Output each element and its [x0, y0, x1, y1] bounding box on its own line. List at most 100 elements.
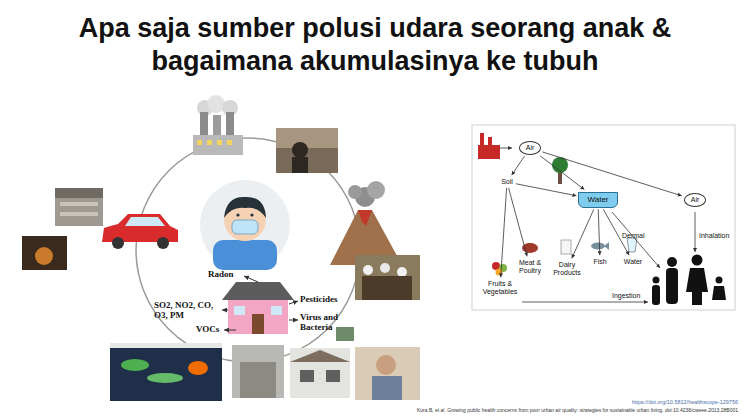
pollutant-label: VOCs [196, 325, 219, 335]
man-photo [355, 347, 420, 400]
child-with-mask-part [200, 180, 290, 270]
volcano-drawing-part [367, 181, 385, 199]
child-with-mask-part [232, 220, 258, 234]
node-text: Water [587, 196, 608, 205]
building-photo [55, 188, 103, 226]
building-photo-part [60, 202, 98, 206]
smog-photo-part [276, 128, 338, 173]
citation-note: Kura B, et al. Growing public health con… [417, 408, 738, 414]
house-drawing-part [289, 320, 298, 321]
factory-icon-part [478, 145, 500, 159]
flow-arrow [501, 188, 507, 277]
house-photo [290, 348, 350, 398]
crowd-photo-part [397, 267, 407, 277]
node-text: Fruits & Vegetables [481, 280, 519, 295]
factory-drawing-part [193, 135, 243, 155]
building-photo-part [55, 188, 103, 226]
family-icon-part [686, 268, 708, 292]
flow-arrow [540, 156, 584, 190]
house-drawing-part [271, 306, 282, 315]
family-icon-part [716, 277, 723, 284]
indoor-smoke-photo [22, 236, 67, 270]
building-photo [232, 345, 284, 398]
dairy-icon-part [561, 240, 571, 254]
factory-drawing-part [207, 95, 225, 113]
food-node: Fish [591, 257, 608, 267]
flow-arrow [572, 209, 594, 258]
node-text: Dairy Products [552, 261, 582, 276]
man-photo-part [376, 355, 396, 375]
house-drawing [222, 276, 298, 334]
source-link: https://doi.org/10.5812/healthscope-1297… [632, 399, 738, 405]
crowd-photo-part [363, 265, 373, 275]
map-screenshot-part [147, 373, 183, 383]
factory-drawing-part [207, 140, 212, 145]
map-screenshot-part [110, 343, 222, 348]
food-node: Dairy Products [550, 260, 584, 277]
node-text: Air [691, 196, 700, 204]
flow-arrow [516, 184, 577, 196]
smog-photo-part [292, 142, 308, 158]
building-photo-part [232, 345, 284, 398]
smog-photo-part [276, 128, 338, 148]
house-drawing-part [252, 314, 264, 334]
car-drawing-part [112, 237, 124, 249]
crowd-photo [355, 255, 420, 300]
water-tank: Water [578, 192, 617, 209]
crowd-photo-part [380, 263, 390, 273]
food-node: Meat & Poultry [513, 258, 547, 275]
family-icon-part [712, 286, 726, 300]
child-with-mask-part [224, 197, 266, 218]
family-icon-part [652, 285, 660, 305]
car-drawing-part [125, 217, 165, 226]
map-screenshot-part [121, 359, 149, 371]
house-drawing-part [224, 330, 236, 331]
volcano-drawing [330, 181, 402, 265]
indoor-smoke-photo-part [35, 247, 53, 265]
house-photo-part [290, 350, 350, 362]
fish-icon-part [591, 243, 605, 250]
family-icon-part [692, 290, 702, 305]
building-photo-part [240, 362, 276, 398]
map-screenshot [110, 343, 222, 401]
dermal-arrow [612, 212, 660, 268]
inhalation-arrow [695, 212, 696, 252]
pathway-frame [472, 125, 735, 310]
house-drawing-part [228, 300, 288, 334]
emission-arrow [500, 148, 512, 149]
building-photo-part [60, 212, 98, 216]
soil-label-node: Soil [499, 177, 515, 187]
node-text: Soil [501, 178, 513, 186]
child-with-mask [200, 180, 290, 270]
building-photo-part [55, 188, 103, 198]
factory-icon-part [480, 133, 484, 145]
volcano-drawing-part [358, 210, 372, 226]
smog-photo-part [292, 157, 308, 173]
food-node: Fruits & Vegetables [479, 279, 521, 296]
family-icon-part [667, 257, 677, 267]
child-with-mask-part [236, 213, 239, 216]
flow-arrow [512, 156, 525, 175]
car-drawing-part [157, 237, 169, 249]
meat-icon-part [522, 243, 538, 253]
house-photo-part [326, 370, 340, 382]
pathway-label: Dermal [622, 232, 645, 240]
man-photo-part [355, 347, 420, 400]
node-text: Water [624, 258, 642, 266]
family-icon-part [653, 277, 660, 284]
pollutant-label: Pesticides [300, 295, 338, 305]
node-text: Meat & Poultry [515, 259, 545, 274]
map-screenshot-part [110, 343, 222, 401]
fish-icon-part [604, 242, 609, 250]
factory-drawing-part [227, 140, 232, 145]
house-drawing-part [222, 310, 228, 311]
meat-icon [522, 243, 538, 253]
child-with-mask-part [250, 213, 253, 216]
house-drawing-part [222, 282, 294, 300]
fish-icon [591, 242, 609, 250]
glass-icon-part [627, 238, 637, 252]
crowd-photo-part [355, 255, 420, 300]
fruit-icon [492, 262, 507, 276]
house-photo-part [300, 370, 314, 382]
